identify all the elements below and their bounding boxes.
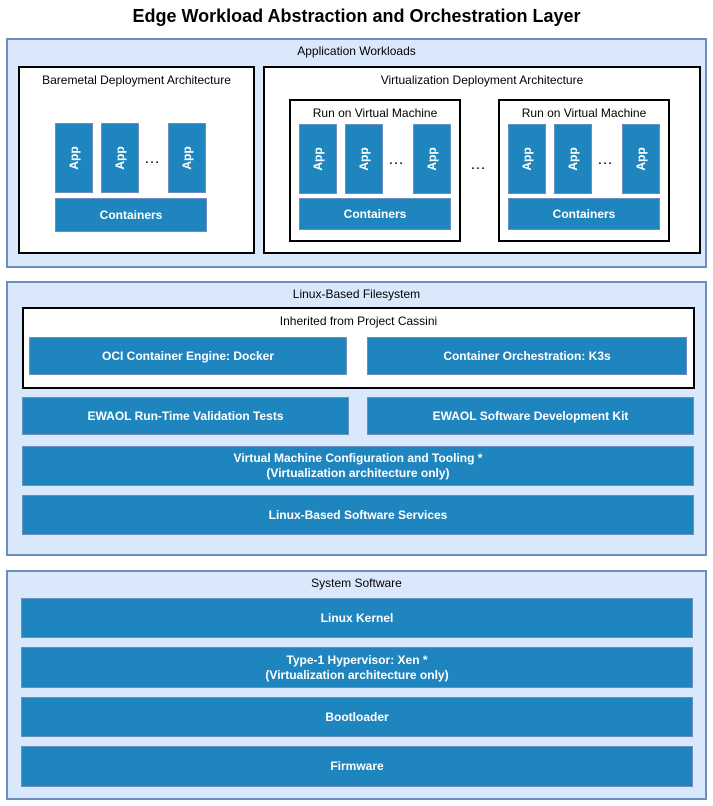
baremetal-label: Baremetal Deployment Architecture [42, 73, 231, 87]
app-box: App [554, 124, 592, 194]
vm-configuration-box: Virtual Machine Configuration and Toolin… [22, 446, 694, 486]
container-orchestration-box: Container Orchestration: K3s [367, 337, 687, 375]
vm-label: Run on Virtual Machine [312, 106, 438, 120]
app-box: App [55, 123, 93, 193]
virtual-machine-box: Run on Virtual Machine App App … App Con… [498, 99, 670, 242]
filesystem-section: Linux-Based Filesystem Inherited from Pr… [6, 281, 707, 556]
virtual-machine-box: Run on Virtual Machine App App … App Con… [289, 99, 461, 242]
app-box: App [101, 123, 139, 193]
system-software-section: System Software Linux Kernel Type-1 Hype… [6, 570, 707, 800]
app-box: App [168, 123, 206, 193]
section-label: Application Workloads [297, 44, 416, 58]
bootloader-box: Bootloader [21, 697, 693, 737]
containers-box: Containers [299, 198, 451, 230]
app-box: App [299, 124, 337, 194]
app-box: App [508, 124, 546, 194]
ellipsis: … [388, 151, 405, 168]
app-box: App [345, 124, 383, 194]
linux-kernel-box: Linux Kernel [21, 598, 693, 638]
cassini-label: Inherited from Project Cassini [279, 314, 438, 328]
app-box: App [622, 124, 660, 194]
section-label: System Software [311, 576, 402, 590]
virtualization-label: Virtualization Deployment Architecture [380, 73, 584, 87]
sdk-box: EWAOL Software Development Kit [367, 397, 694, 435]
virtualization-panel: Virtualization Deployment Architecture R… [263, 66, 701, 254]
diagram-title: Edge Workload Abstraction and Orchestrat… [132, 6, 581, 26]
ellipsis: … [597, 151, 614, 168]
containers-box: Containers [508, 198, 660, 230]
hypervisor-box: Type-1 Hypervisor: Xen * (Virtualization… [21, 647, 693, 688]
app-box: App [413, 124, 451, 194]
application-workloads-section: Application Workloads Baremetal Deployme… [6, 38, 707, 268]
baremetal-panel: Baremetal Deployment Architecture App Ap… [18, 66, 255, 254]
ellipsis: … [144, 150, 161, 167]
software-services-box: Linux-Based Software Services [22, 495, 694, 535]
section-label: Linux-Based Filesystem [292, 287, 421, 301]
vm-label: Run on Virtual Machine [521, 106, 647, 120]
firmware-box: Firmware [21, 746, 693, 787]
cassini-panel: Inherited from Project Cassini OCI Conta… [22, 307, 695, 389]
containers-box: Containers [55, 198, 207, 232]
validation-tests-box: EWAOL Run-Time Validation Tests [22, 397, 349, 435]
container-engine-box: OCI Container Engine: Docker [29, 337, 347, 375]
ellipsis: … [470, 156, 487, 173]
